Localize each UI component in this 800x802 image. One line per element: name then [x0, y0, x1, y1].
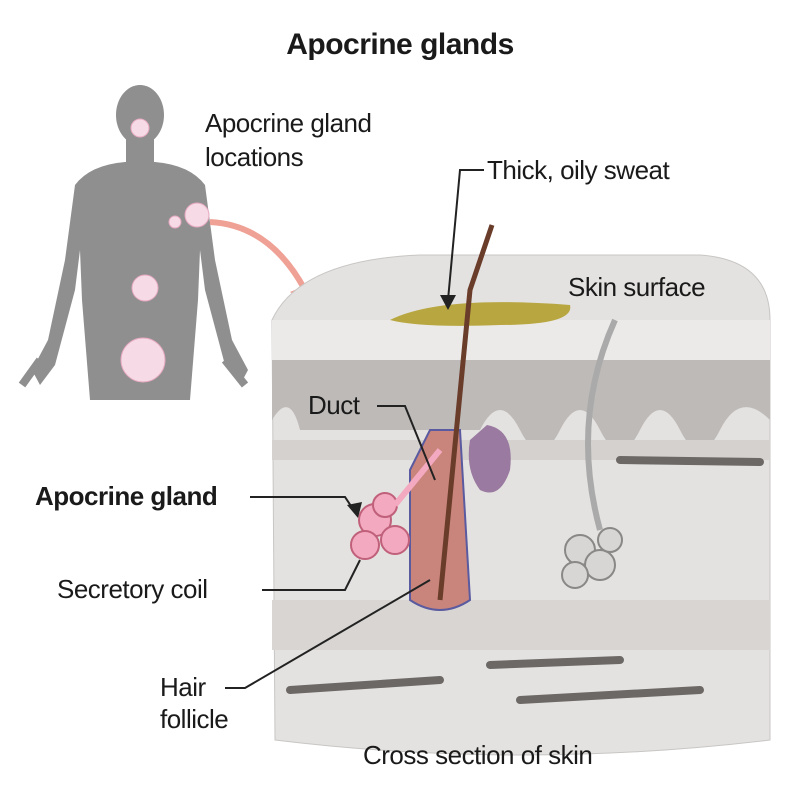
page-title: Apocrine glands	[286, 28, 514, 61]
apocrine-gland-label: Apocrine gland	[35, 481, 218, 511]
pointer-arrow	[209, 219, 308, 292]
skin-surface-label: Skin surface	[568, 272, 706, 302]
locations-label-line1: Apocrine gland	[205, 108, 372, 138]
hair-follicle	[409, 224, 511, 611]
secretory-coil-label: Secretory coil	[57, 574, 208, 604]
hair-label-line1: Hair	[160, 672, 206, 702]
eccrine-gland	[561, 318, 623, 589]
duct-label: Duct	[308, 390, 360, 420]
hair-label-line2: follicle	[160, 704, 229, 734]
caption: Cross section of skin	[363, 740, 593, 770]
locations-label-line2: locations	[205, 142, 304, 172]
sweat-label: Thick, oily sweat	[487, 155, 670, 185]
apocrine-gland	[350, 448, 443, 560]
gland-location-markers	[120, 118, 210, 383]
skin-cross-section	[271, 254, 771, 756]
